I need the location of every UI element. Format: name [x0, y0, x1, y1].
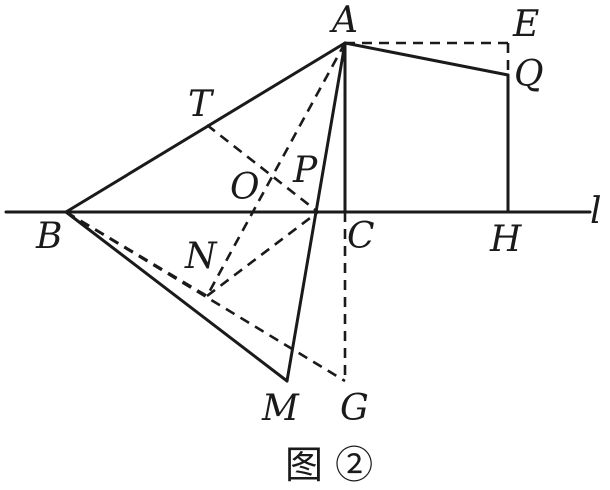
segment-BG	[65, 210, 346, 383]
segment-AN	[205, 42, 347, 297]
label-B: B	[35, 216, 62, 257]
label-E: E	[512, 4, 539, 45]
segment-NP	[206, 210, 319, 298]
label-A: A	[329, 0, 358, 41]
segment-BA	[64, 41, 347, 214]
segment-BM	[64, 210, 289, 383]
segment-TP	[206, 123, 319, 214]
label-P: P	[292, 150, 318, 191]
label-C: C	[347, 216, 375, 257]
label-M: M	[261, 388, 300, 429]
label-l: l	[590, 191, 602, 232]
figure-caption: 图 ②	[285, 443, 373, 487]
label-Q: Q	[514, 54, 544, 95]
label-N: N	[184, 236, 218, 277]
label-G: G	[340, 388, 369, 429]
label-H: H	[489, 219, 522, 260]
label-T: T	[188, 84, 215, 125]
label-O: O	[230, 167, 260, 208]
segment-AQ	[343, 41, 510, 77]
